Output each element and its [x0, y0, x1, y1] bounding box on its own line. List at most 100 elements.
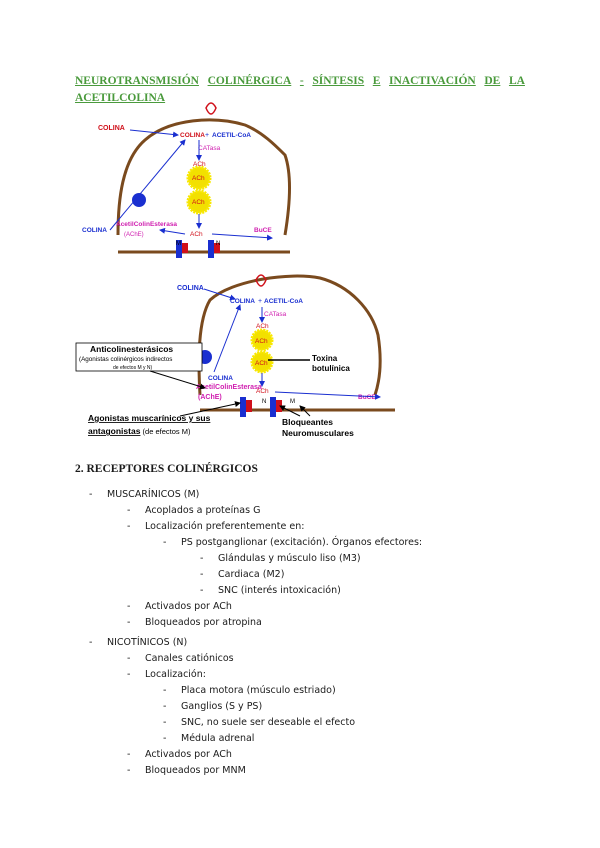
bullet-dash: -: [163, 733, 167, 744]
title-word: DE: [484, 75, 501, 87]
title-word: LA: [508, 75, 525, 87]
list-item: Cardiaca (M2): [218, 569, 285, 580]
title-word: -: [299, 75, 304, 87]
label-colina-in: COLINA: [180, 132, 205, 139]
label-n: N: [262, 399, 266, 405]
label-ach: ACh: [255, 338, 268, 345]
label-ach: ACh: [192, 175, 205, 182]
mitochondrion-icon: [255, 274, 267, 287]
arrow: [274, 391, 381, 400]
antagonistas-bold: antagonistas: [88, 426, 141, 436]
receptor-red: [276, 400, 282, 412]
list-item: Canales catiónicos: [145, 653, 234, 664]
label-ache: AcetilColinEsterasa: [116, 221, 177, 228]
label-antagonistas: antagonistas (de efectos M): [88, 426, 191, 436]
bullet-dash: -: [200, 585, 204, 596]
list-item: Acoplados a proteínas G: [145, 505, 261, 516]
title-word: COLINÉRGICA: [207, 75, 292, 87]
anticholinesterase-box: [75, 342, 203, 372]
title-word: E: [372, 75, 381, 87]
list-item: PS postganglionar (excitación). Órganos …: [181, 537, 423, 548]
list-heading-muscarinicos: MUSCARÍNICOS (M): [107, 489, 200, 500]
receptor-red: [214, 243, 220, 253]
list-item: SNC, no suele ser deseable el efecto: [181, 717, 356, 728]
vesicle: [250, 350, 274, 374]
receptor: [240, 397, 246, 417]
list-heading-nicotinicos: NICOTÍNICOS (N): [107, 637, 188, 648]
vesicle: [186, 189, 212, 215]
receptor-m: [176, 240, 182, 258]
label-catasa: CATasa: [198, 145, 221, 152]
label-colina-bottom: COLINA: [82, 227, 107, 234]
arrow: [211, 233, 273, 241]
bullet-dash: -: [127, 669, 131, 680]
arrow: [129, 129, 179, 138]
antagonistas-rest: (de efectos M): [140, 427, 191, 436]
pharmacology-diagram: COLINA COLINA + ACETIL-CoA CATasa ACh AC…: [75, 274, 395, 438]
arrow: [159, 227, 186, 235]
list-item: Localización preferentemente en:: [145, 521, 305, 532]
receptor: [270, 397, 276, 417]
arrow: [109, 139, 186, 231]
section-title: 2. RECEPTORES COLINÉRGICOS: [75, 463, 258, 475]
label-bloqueantes: Bloqueantes: [282, 417, 333, 427]
label-anticol-sub2: de efectos M y N): [113, 365, 153, 371]
label-botulinica: botulínica: [312, 364, 350, 373]
list-item: Localización:: [145, 669, 206, 680]
title-word: NEUROTRANSMISIÓN: [75, 75, 199, 87]
label-ach: ACh: [192, 199, 205, 206]
label-neuromusculares: Neuromusculares: [282, 428, 354, 438]
label-acetil-coa: ACETIL-CoA: [264, 298, 303, 305]
label-ache-abbr: (AChE): [198, 394, 222, 401]
label-ache: AcetilColinEsterasa: [196, 384, 262, 391]
bullet-dash: -: [200, 553, 204, 564]
title-line-1: NEUROTRANSMISIÓN COLINÉRGICA - SÍNTESIS …: [75, 73, 525, 90]
label-ach: ACh: [193, 161, 206, 168]
bullet-dash: -: [127, 617, 131, 628]
list-item: Bloqueados por MNM: [145, 765, 246, 776]
label-anticol-sub1: (Agonistas colinérgicos indirectos: [79, 356, 172, 363]
cholinergic-diagrams: COLINA COLINA + ACETIL-CoA CATasa ACh AC…: [75, 102, 395, 438]
arrow: [149, 370, 206, 390]
bullet-dash: -: [127, 765, 131, 776]
list-item: Activados por ACh: [145, 749, 232, 760]
label-buce: BuCE: [358, 394, 376, 401]
list-item: Activados por ACh: [145, 601, 232, 612]
label-ach-cleft: ACh: [190, 231, 203, 238]
label-ache-abbr: (AChE): [124, 232, 144, 238]
title-word: INACTIVACIÓN: [389, 75, 476, 87]
label-n: N: [216, 241, 220, 247]
arrow: [299, 405, 311, 417]
bullet-dash: -: [127, 601, 131, 612]
bullet-dash: -: [200, 569, 204, 580]
bullet-dash: -: [127, 521, 131, 532]
receptor-n: [208, 240, 214, 258]
label-agonistas: Agonistas muscarínicos y sus: [88, 413, 211, 423]
bullet-dash: -: [127, 653, 131, 664]
label-colina-in: COLINA: [230, 298, 255, 305]
list-item: Ganglios (S y PS): [181, 701, 263, 712]
label-buce: BuCE: [254, 227, 272, 234]
title-word: SÍNTESIS: [312, 75, 365, 87]
title-line-2: ACETILCOLINA: [75, 92, 166, 104]
label-ach: ACh: [255, 360, 268, 367]
label-ach-cleft: ACh: [256, 388, 269, 395]
bullet-dash: -: [127, 749, 131, 760]
arrow: [279, 405, 301, 417]
label-colina-out: COLINA: [177, 285, 204, 292]
choline-transporter: [132, 193, 146, 207]
label-ach: ACh: [256, 323, 269, 330]
arrow: [179, 401, 241, 417]
arrow: [203, 288, 236, 301]
synthesis-diagram: COLINA COLINA + ACETIL-CoA CATasa ACh AC…: [82, 102, 291, 258]
list-item: SNC (interés intoxicación): [218, 585, 341, 596]
bullet-dash: -: [127, 505, 131, 516]
label-colina-bottom: COLINA: [208, 375, 233, 382]
label-m: M: [176, 241, 181, 247]
label-acetil-coa: ACETIL-CoA: [212, 132, 251, 139]
bullet-dash: -: [89, 637, 93, 648]
receptor-red: [182, 243, 188, 253]
list-item: Médula adrenal: [181, 733, 255, 744]
label-plus: +: [258, 298, 262, 305]
bullet-dash: -: [163, 701, 167, 712]
